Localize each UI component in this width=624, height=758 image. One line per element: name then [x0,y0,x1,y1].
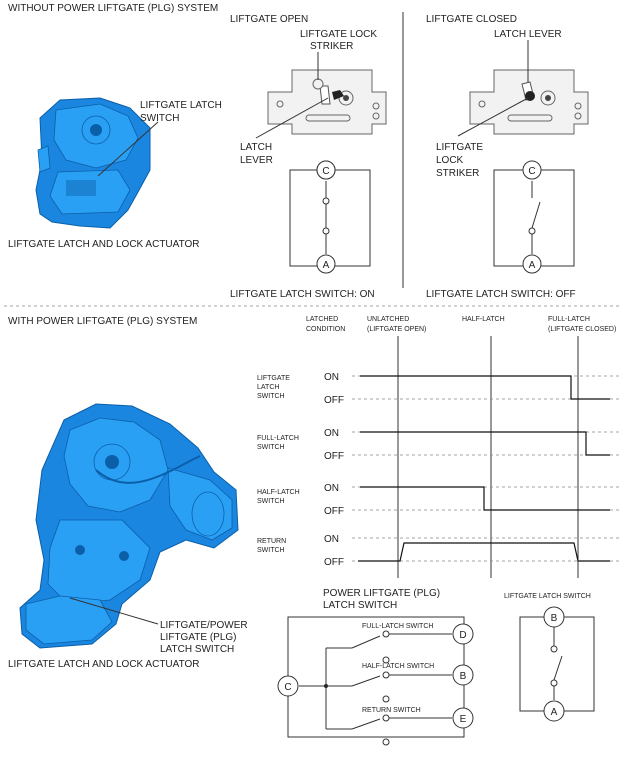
row2-signal [360,431,610,456]
latch-closed-illustration [469,69,589,135]
col-unlatched-1: UNLATCHED [367,316,409,323]
open-striker-label-1: LIFTGATE LOCK [300,29,377,40]
open-terminal-c: C [322,166,329,177]
row4-label-1: RETURN [257,538,286,545]
plg-half-label: HALF-LATCH SWITCH [362,663,434,670]
closed-striker-label-2: LOCK [436,155,464,166]
row3-on: ON [324,483,339,494]
col-latched-2: CONDITION [306,326,345,333]
bottom-actuator-label-1: LIFTGATE/POWER [160,620,248,631]
actuator-image-small [35,97,151,229]
bottom-heading: WITH POWER LIFTGATE (PLG) SYSTEM [8,316,197,327]
plg-full-label: FULL-LATCH SWITCH [362,623,433,630]
row2-label-2: SWITCH [257,444,285,451]
row1-label-3: SWITCH [257,393,285,400]
col-full-2: (LIFTGATE CLOSED) [548,326,616,333]
open-lever-label-2: LEVER [240,155,273,166]
open-striker-label-2: STRIKER [310,41,353,52]
row4-label-2: SWITCH [257,547,285,554]
open-circuit [289,160,371,274]
closed-circuit [493,160,575,274]
plg-terminal-c: C [284,682,291,693]
latch-terminal-a: A [551,707,558,718]
leader-plg-switch [69,597,159,625]
plg-terminal-e: E [460,714,467,725]
col-latched-1: LATCHED [306,316,338,323]
latch-switch-circuit [519,606,595,722]
row1-on: ON [324,372,339,383]
leader-open-lever [255,97,329,139]
closed-striker-label-3: STRIKER [436,168,479,179]
plg-terminal-d: D [459,630,466,641]
bottom-actuator-label-3: LATCH SWITCH [160,644,234,655]
row3-signal [360,486,610,511]
row3-off: OFF [324,506,344,517]
actuator-image-large [19,403,239,649]
plg-return-label: RETURN SWITCH [362,707,421,714]
row1-off: OFF [324,395,344,406]
latch-open-illustration [267,69,387,135]
col-unlatched-2: (LIFTGATE OPEN) [367,326,426,333]
plg-title-2: LATCH SWITCH [323,600,397,611]
open-lever-label-1: LATCH [240,142,272,153]
closed-status: LIFTGATE LATCH SWITCH: OFF [426,289,576,300]
top-heading: WITHOUT POWER LIFTGATE (PLG) SYSTEM [8,3,218,14]
closed-title: LIFTGATE CLOSED [426,14,517,25]
plg-circuit [277,616,474,746]
closed-striker-label-1: LIFTGATE [436,142,483,153]
closed-terminal-c: C [528,166,535,177]
row3-label-1: HALF-LATCH [257,489,300,496]
top-actuator-label-2: SWITCH [140,113,179,124]
top-actuator-caption: LIFTGATE LATCH AND LOCK ACTUATOR [8,239,200,250]
col-full-1: FULL-LATCH [548,316,590,323]
open-status: LIFTGATE LATCH SWITCH: ON [230,289,375,300]
row2-label-1: FULL-LATCH [257,435,299,442]
bottom-actuator-caption: LIFTGATE LATCH AND LOCK ACTUATOR [8,659,200,670]
leader-latch-switch [97,121,159,177]
latch-switch-title: LIFTGATE LATCH SWITCH [504,593,591,600]
row2-on: ON [324,428,339,439]
closed-terminal-a: A [529,260,536,271]
row1-label-1: LIFTGATE [257,375,290,382]
closed-lever-label: LATCH LEVER [494,29,562,40]
row1-label-2: LATCH [257,384,279,391]
plg-title-1: POWER LIFTGATE (PLG) [323,588,440,599]
row4-on: ON [324,534,339,545]
open-title: LIFTGATE OPEN [230,14,308,25]
leader-closed-striker [457,97,529,137]
row4-off: OFF [324,557,344,568]
col-half: HALF-LATCH [462,316,505,323]
top-actuator-label-1: LIFTGATE LATCH [140,100,222,111]
bottom-actuator-label-2: LIFTGATE (PLG) [160,632,237,643]
row4-signal [358,542,610,562]
row3-label-2: SWITCH [257,498,285,505]
latch-terminal-b: B [551,613,558,624]
plg-terminal-b: B [460,671,467,682]
row1-signal [360,375,610,400]
row2-off: OFF [324,451,344,462]
open-terminal-a: A [323,260,330,271]
